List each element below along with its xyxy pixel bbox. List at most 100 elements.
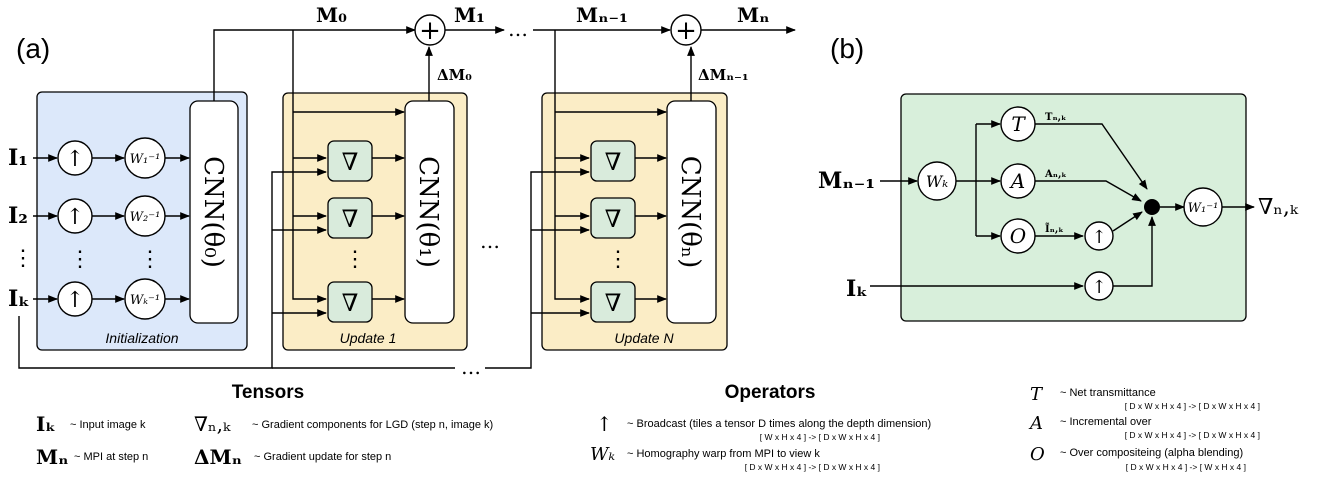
gradient-box-1-k: ∇ — [327, 281, 373, 323]
legend-a-symbol: A — [1028, 413, 1043, 434]
legend-mn-symbol: Mₙ — [36, 445, 69, 469]
ellipsis-middle: … — [480, 229, 500, 253]
label-mn-1: Mₙ₋₁ — [576, 3, 628, 27]
legend-ik-symbol: Iₖ — [36, 412, 56, 436]
nabla-icon: ∇ — [342, 148, 359, 176]
branch-mn1-gradk — [554, 30, 590, 303]
inverse-warp-node-k: Wₖ⁻¹ — [124, 278, 166, 320]
incremental-over-label: A — [1009, 169, 1025, 193]
input-bus-updateN — [485, 168, 590, 369]
broadcast-node-k: ↑ — [57, 281, 93, 317]
legend-warp-symbol: Wₖ — [590, 444, 616, 465]
tensors-title: Tensors — [232, 382, 305, 403]
legend-dm-symbol: ΔMₙ — [194, 445, 242, 469]
arrow-up2-dot — [1113, 216, 1156, 287]
cnn-theta0-label: CNN(θ₀) — [198, 156, 228, 268]
legend-t-symbol: T — [1030, 384, 1044, 405]
broadcast-node-1: ↑ — [57, 140, 93, 176]
legend-mn-desc: ~ MPI at step n — [74, 451, 148, 463]
inverse-warp-label-k: Wₖ⁻¹ — [130, 293, 160, 308]
broadcast-node-b1: ↑ — [1084, 221, 1114, 251]
up-arrow-icon: ↑ — [66, 205, 84, 230]
transmittance-node: T — [1000, 106, 1036, 142]
broadcast-node-2: ↑ — [57, 198, 93, 234]
branch-m0-grad — [292, 30, 327, 303]
vdots-update1: ⋮ — [344, 247, 366, 272]
gradient-output-label: ∇ₙ,ₖ — [1258, 195, 1299, 220]
warp-node-wk: Wₖ — [917, 161, 957, 201]
label-m1: M₁ — [454, 3, 485, 27]
incremental-over-node: A — [1000, 163, 1036, 199]
over-composite-label: O — [1010, 224, 1026, 248]
vdots-left: ⋮ — [69, 247, 91, 272]
legend-broadcast-desc: ~ Broadcast (tiles a tensor D times alon… — [627, 418, 931, 430]
gradient-box-n-2: ∇ — [590, 197, 636, 239]
legend-broadcast-symbol: ↑ — [596, 412, 613, 436]
inverse-warp-b-label: W₁⁻¹ — [1188, 201, 1219, 216]
legend-warp-shape: [ D x W x H x 4 ] -> [ D x W x H x 4 ] — [745, 462, 880, 472]
warp-wk-label: Wₖ — [926, 172, 948, 191]
legend-o-symbol: O — [1030, 444, 1045, 465]
ellipsis-bottom: … — [461, 355, 481, 379]
panel-b-label: (b) — [830, 33, 864, 64]
update-n-caption: Update N — [614, 330, 674, 346]
gradient-box-1-2: ∇ — [327, 197, 373, 239]
legend-broadcast-shape: [ W x H x 4 ] -> [ D x W x H x 4 ] — [760, 432, 880, 442]
vdots-updateN: ⋮ — [607, 247, 629, 272]
legend-grad-desc: ~ Gradient components for LGD (step n, i… — [252, 419, 493, 431]
legend-t-desc: ~ Net transmittance — [1060, 387, 1156, 399]
arrow-a-dot — [1035, 180, 1142, 202]
legend-dm-desc: ~ Gradient update for step n — [254, 451, 391, 463]
cnn-thetaN-label: CNN(θₙ) — [675, 156, 705, 269]
nabla-icon: ∇ — [342, 205, 359, 233]
add-node-1: + — [414, 14, 446, 46]
legend-ik-desc: ~ Input image k — [70, 419, 146, 431]
inverse-warp-label-1: W₁⁻¹ — [130, 152, 161, 167]
label-mn: Mₙ — [737, 3, 770, 27]
input-ik-b-label: Iₖ — [846, 276, 868, 302]
input-mn-1-label: Mₙ₋₁ — [818, 168, 875, 194]
ellipsis-top: … — [508, 17, 528, 41]
inverse-warp-node-1: W₁⁻¹ — [124, 137, 166, 179]
arrow-t-dot — [1035, 123, 1148, 190]
broadcast-node-b2: ↑ — [1084, 271, 1114, 301]
arrow-up-dot — [1112, 211, 1143, 232]
label-delta-m0: ΔM₀ — [437, 66, 472, 84]
legend-o-shape: [ D x W x H x 4 ] -> [ W x H x 4 ] — [1126, 462, 1246, 472]
legend-a-shape: [ D x W x H x 4 ] -> [ D x W x H x 4 ] — [1125, 430, 1260, 440]
over-composite-node: O — [1000, 218, 1036, 254]
up-arrow-icon: ↑ — [66, 147, 84, 172]
plus-icon: + — [675, 16, 697, 46]
t-output-label: Tₙ,ₖ — [1045, 112, 1066, 123]
combine-dot — [1144, 199, 1160, 215]
gradient-box-n-k: ∇ — [590, 281, 636, 323]
plus-icon: + — [419, 16, 441, 46]
nabla-icon: ∇ — [605, 205, 622, 233]
legend-t-shape: [ D x W x H x 4 ] -> [ D x W x H x 4 ] — [1125, 401, 1260, 411]
a-output-label: Aₙ,ₖ — [1044, 169, 1067, 180]
transmittance-label: T — [1011, 112, 1026, 136]
up-arrow-icon: ↑ — [1091, 277, 1106, 298]
legend-warp-desc: ~ Homography warp from MPI to view k — [627, 448, 820, 460]
line-m0 — [213, 26, 416, 101]
legend-a-desc: ~ Incremental over — [1060, 416, 1152, 428]
nabla-icon: ∇ — [605, 148, 622, 176]
legend-grad-symbol: ∇ₙ,ₖ — [194, 412, 231, 436]
label-m0: M₀ — [316, 3, 347, 27]
legend-o-desc: ~ Over compositeing (alpha blending) — [1060, 447, 1243, 459]
nabla-icon: ∇ — [605, 289, 622, 317]
o-output-label: Ĩₙ,ₖ — [1045, 223, 1064, 235]
initialization-caption: Initialization — [105, 330, 178, 346]
update-1-caption: Update 1 — [340, 330, 397, 346]
nabla-icon: ∇ — [342, 289, 359, 317]
inverse-warp-label-2: W₂⁻¹ — [130, 210, 161, 225]
vdots-warp: ⋮ — [139, 247, 161, 272]
gradient-box-n-1: ∇ — [590, 140, 636, 182]
gradient-box-1-1: ∇ — [327, 140, 373, 182]
add-node-n: + — [670, 14, 702, 46]
up-arrow-icon: ↑ — [66, 288, 84, 313]
up-arrow-icon: ↑ — [1091, 227, 1106, 248]
input-ik-label: Iₖ — [8, 286, 30, 312]
input-vdots-label: ⋮ — [12, 246, 34, 271]
